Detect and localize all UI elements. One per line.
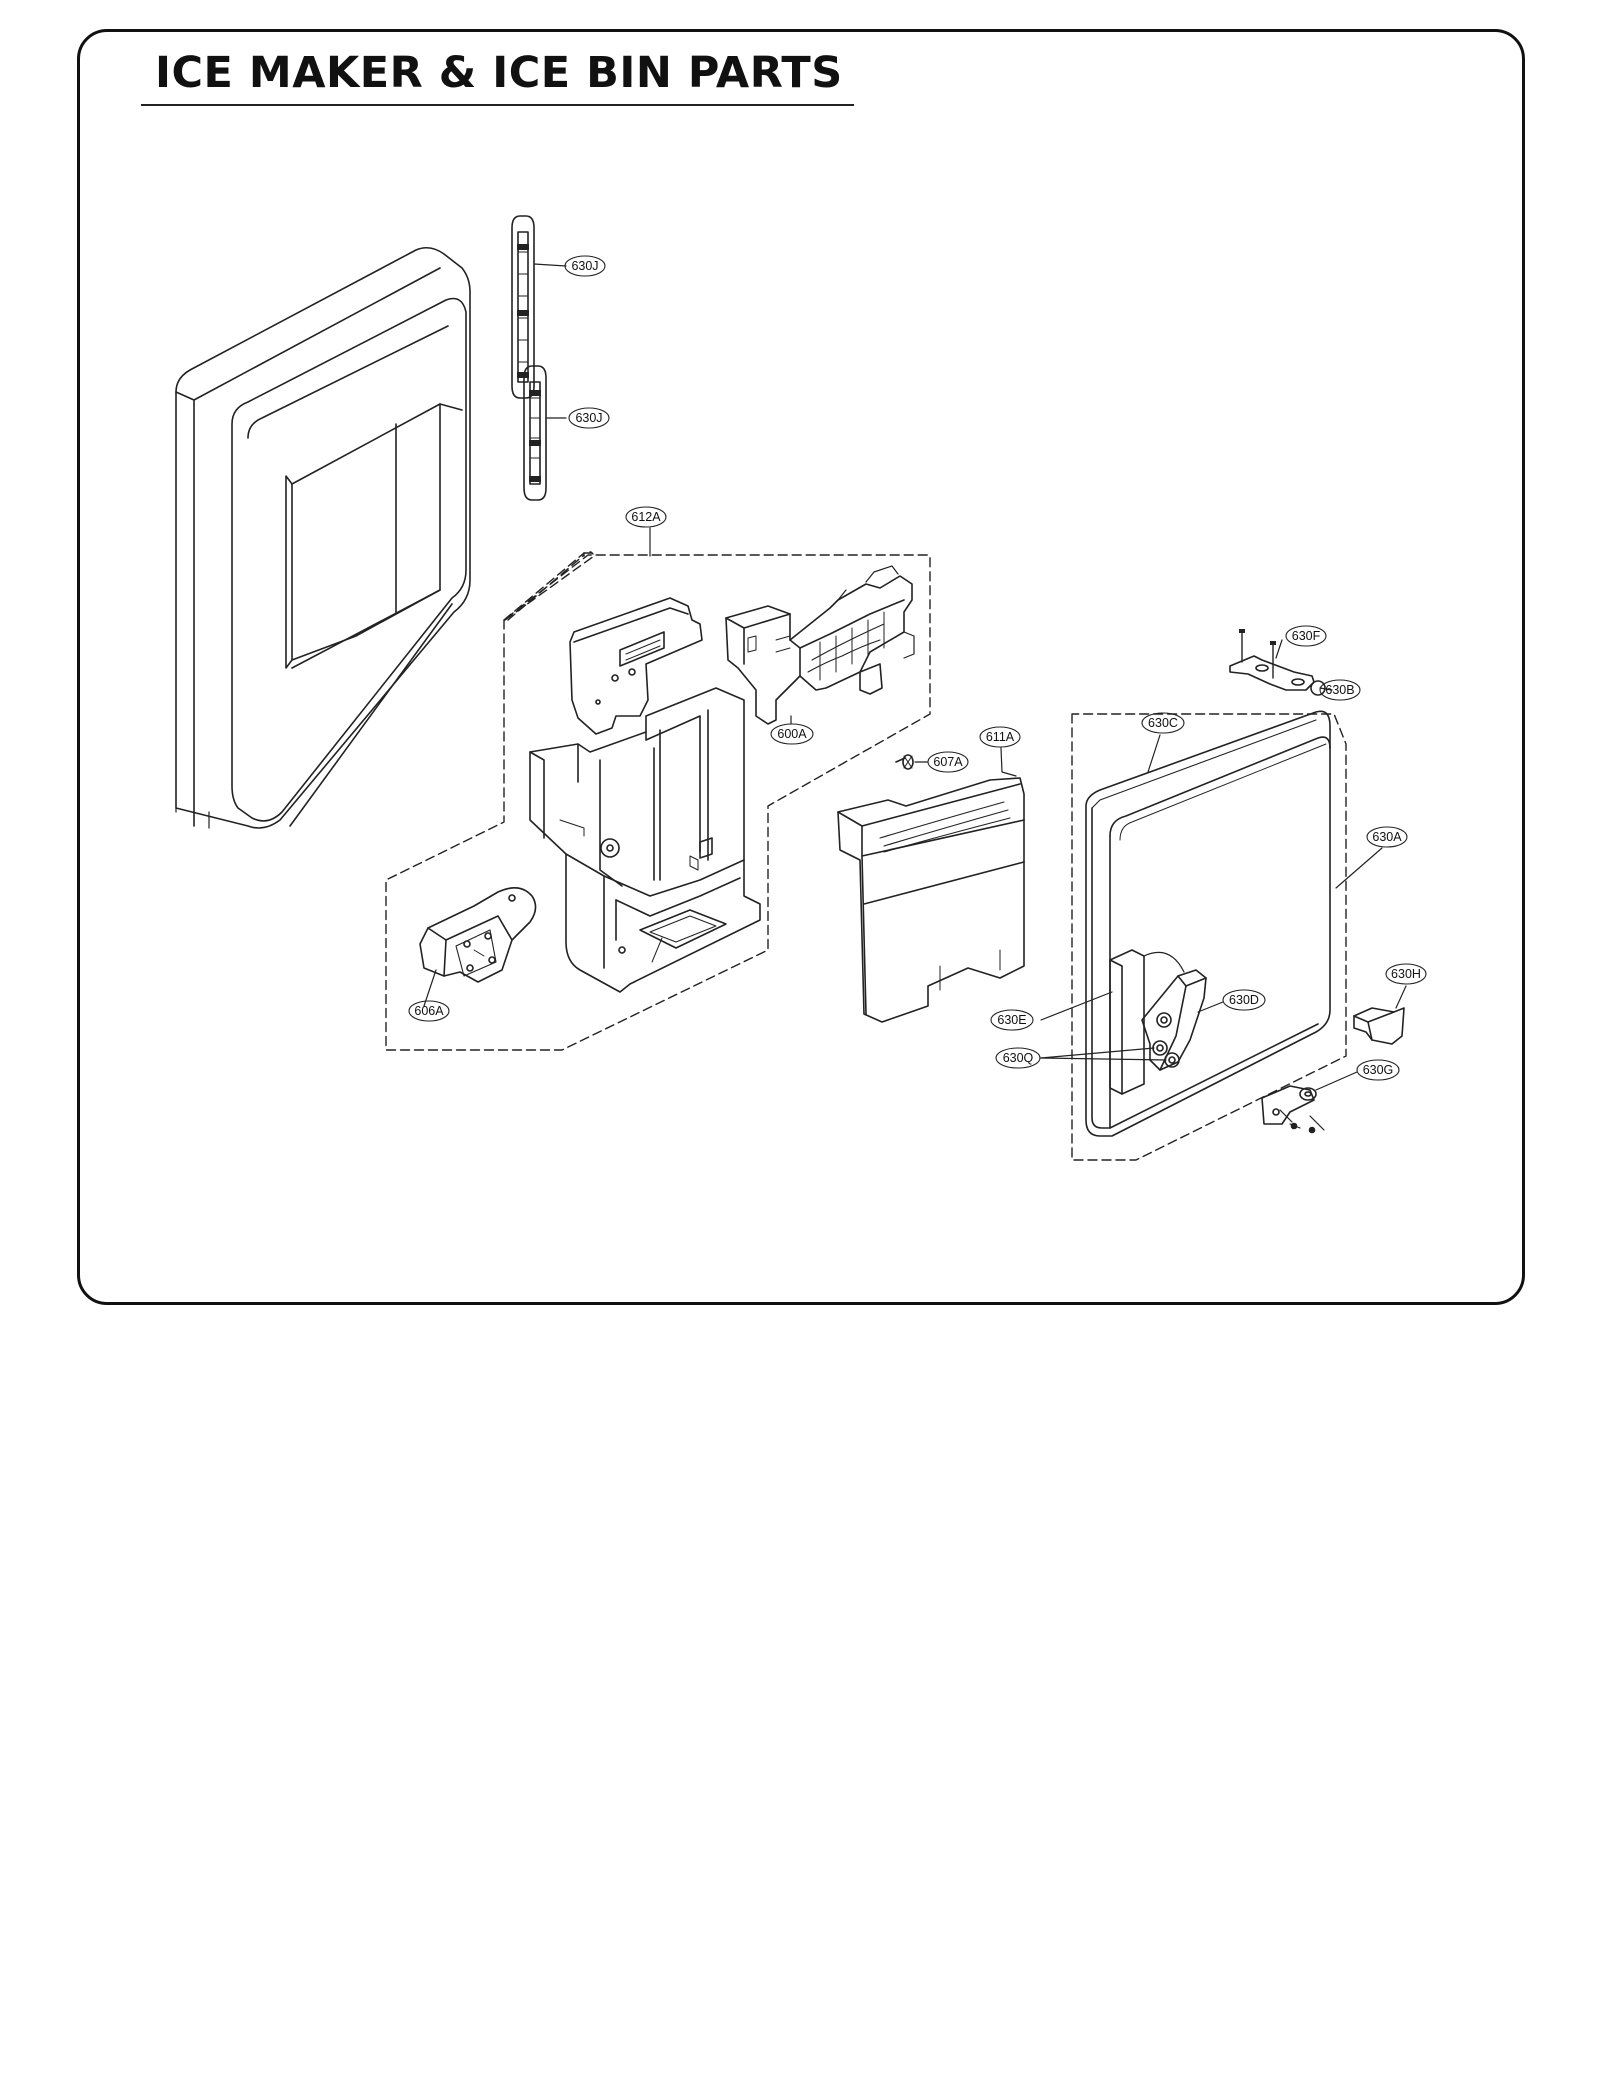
callout-label: 630B — [1325, 683, 1354, 697]
callout-630C: 630C — [1141, 712, 1185, 734]
callout-label: 630C — [1148, 716, 1178, 730]
callout-label: 630F — [1292, 629, 1321, 643]
callout-label: 611A — [986, 730, 1015, 744]
part-630J-top — [511, 215, 535, 399]
exploded-parts-diagram: 630J 630J 612A 600A 607A 611A 606A 630F — [175, 215, 1427, 1161]
callout-630E: 630E — [990, 1009, 1034, 1031]
callout-label: 630J — [571, 259, 598, 273]
callout-607A: 607A — [927, 751, 969, 773]
callout-630J-top: 630J — [564, 255, 606, 277]
callout-630F: 630F — [1285, 625, 1327, 647]
part-611A-bin-cover — [837, 777, 1025, 1023]
assembly-630A-outline — [1071, 713, 1347, 1161]
callout-630G: 630G — [1356, 1059, 1400, 1081]
callout-630D: 630D — [1222, 989, 1266, 1011]
callout-label: 630Q — [1003, 1051, 1034, 1065]
door-liner-part — [175, 246, 471, 829]
part-630F-top-hinge — [1229, 629, 1326, 696]
callout-606A: 606A — [408, 1000, 450, 1022]
part-612A-housing — [529, 597, 761, 993]
callout-611A: 611A — [979, 726, 1021, 748]
part-630J-bottom — [523, 365, 547, 501]
callout-label: 607A — [933, 755, 963, 769]
callouts: 630J 630J 612A 600A 607A 611A 606A 630F — [408, 255, 1427, 1081]
assembly-612A-outline — [385, 551, 931, 1051]
callout-630A: 630A — [1366, 826, 1408, 848]
callout-630Q: 630Q — [995, 1047, 1041, 1069]
part-630E-hinge-cover — [1109, 949, 1185, 1095]
title-underline — [141, 104, 854, 106]
part-607A-screw — [895, 754, 914, 770]
part-630H-stopper — [1353, 1007, 1405, 1045]
callout-label: 600A — [777, 727, 807, 741]
page-title: ICE MAKER & ICE BIN PARTS — [155, 48, 843, 98]
callout-600A: 600A — [770, 723, 814, 745]
callout-label: 612A — [631, 510, 661, 524]
callout-630J-bottom: 630J — [568, 407, 610, 429]
part-600A-icemaker — [725, 565, 915, 725]
part-606A-bracket — [419, 887, 537, 983]
callout-630H: 630H — [1385, 963, 1427, 985]
leader-lines — [423, 263, 1407, 1091]
callout-label: 630E — [997, 1013, 1026, 1027]
callout-label: 630D — [1229, 993, 1259, 1007]
callout-630B: 630B — [1319, 679, 1361, 701]
callout-label: 630H — [1391, 967, 1421, 981]
part-630G-bottom-hinge — [1261, 1085, 1325, 1134]
diagram-frame — [77, 29, 1525, 1305]
callout-612A: 612A — [625, 506, 667, 528]
callout-label: 630J — [575, 411, 602, 425]
part-630D-hinge — [1141, 969, 1207, 1071]
callout-label: 630G — [1363, 1063, 1394, 1077]
callout-label: 606A — [414, 1004, 444, 1018]
callout-label: 630A — [1372, 830, 1402, 844]
